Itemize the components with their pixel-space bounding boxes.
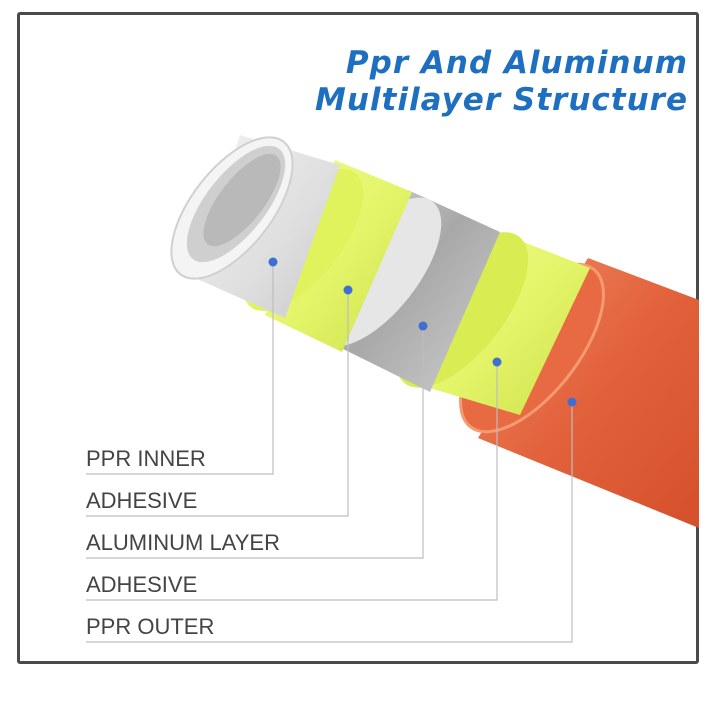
marker-dot-ppr-inner <box>268 257 278 267</box>
label-aluminum-layer: ALUMINUM LAYER <box>86 530 280 555</box>
marker-dots <box>268 257 577 407</box>
label-ppr-inner: PPR INNER <box>86 446 206 471</box>
leader-ppr-inner <box>86 262 274 475</box>
marker-dot-adhesive-1 <box>343 285 353 295</box>
leader-adhesive-1 <box>86 290 349 517</box>
marker-dot-aluminum <box>418 321 428 331</box>
label-ppr-outer: PPR OUTER <box>86 614 215 639</box>
leader-ppr-outer <box>86 402 573 643</box>
marker-dot-adhesive-2 <box>492 357 502 367</box>
title-line-2: Multilayer Structure <box>315 82 688 118</box>
marker-dot-ppr-outer <box>567 397 577 407</box>
leader-aluminum <box>86 326 424 559</box>
ppr-inner-layer <box>170 135 340 318</box>
label-adhesive-1: ADHESIVE <box>86 488 198 513</box>
leader-lines <box>86 262 573 643</box>
label-adhesive-2: ADHESIVE <box>86 572 198 597</box>
title-line-1: Ppr And Aluminum <box>345 45 688 81</box>
leader-adhesive-2 <box>86 362 498 601</box>
